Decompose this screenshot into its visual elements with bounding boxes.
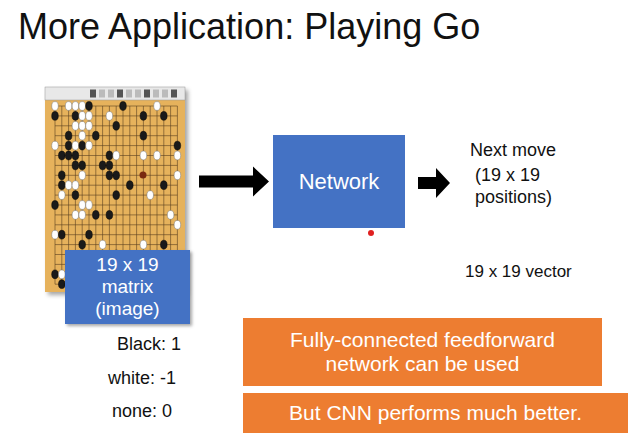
encoding-note: white: -1 <box>108 368 176 390</box>
network-box: Network <box>273 135 405 228</box>
toolbar-icons <box>90 90 177 98</box>
output-label: Next move <box>470 140 556 162</box>
output-arrow <box>418 168 450 198</box>
matrix-input: 19 x 19 matrix (image) <box>45 85 195 313</box>
node-text: Network <box>299 169 380 195</box>
node-text: 19 x 19 matrix (image) <box>65 250 190 324</box>
note-box: Fully-connected feedforward network can … <box>243 318 602 386</box>
output-label: (19 x 19 positions) <box>475 165 575 208</box>
node-text: Fully-connected feedforward network can … <box>253 328 592 376</box>
note-box: But CNN performs much better. <box>243 393 628 433</box>
slide-title: More Application: Playing Go <box>18 6 480 48</box>
pointer-dot <box>368 230 374 236</box>
last-move-stone <box>140 172 147 179</box>
encoding-note: none: 0 <box>112 401 172 423</box>
encoding-note: Black: 1 <box>117 334 181 356</box>
flow-arrow <box>199 167 269 197</box>
output-label: 19 x 19 vector <box>465 262 572 282</box>
board-toolbar <box>45 87 185 100</box>
node-text: But CNN performs much better. <box>289 401 582 425</box>
